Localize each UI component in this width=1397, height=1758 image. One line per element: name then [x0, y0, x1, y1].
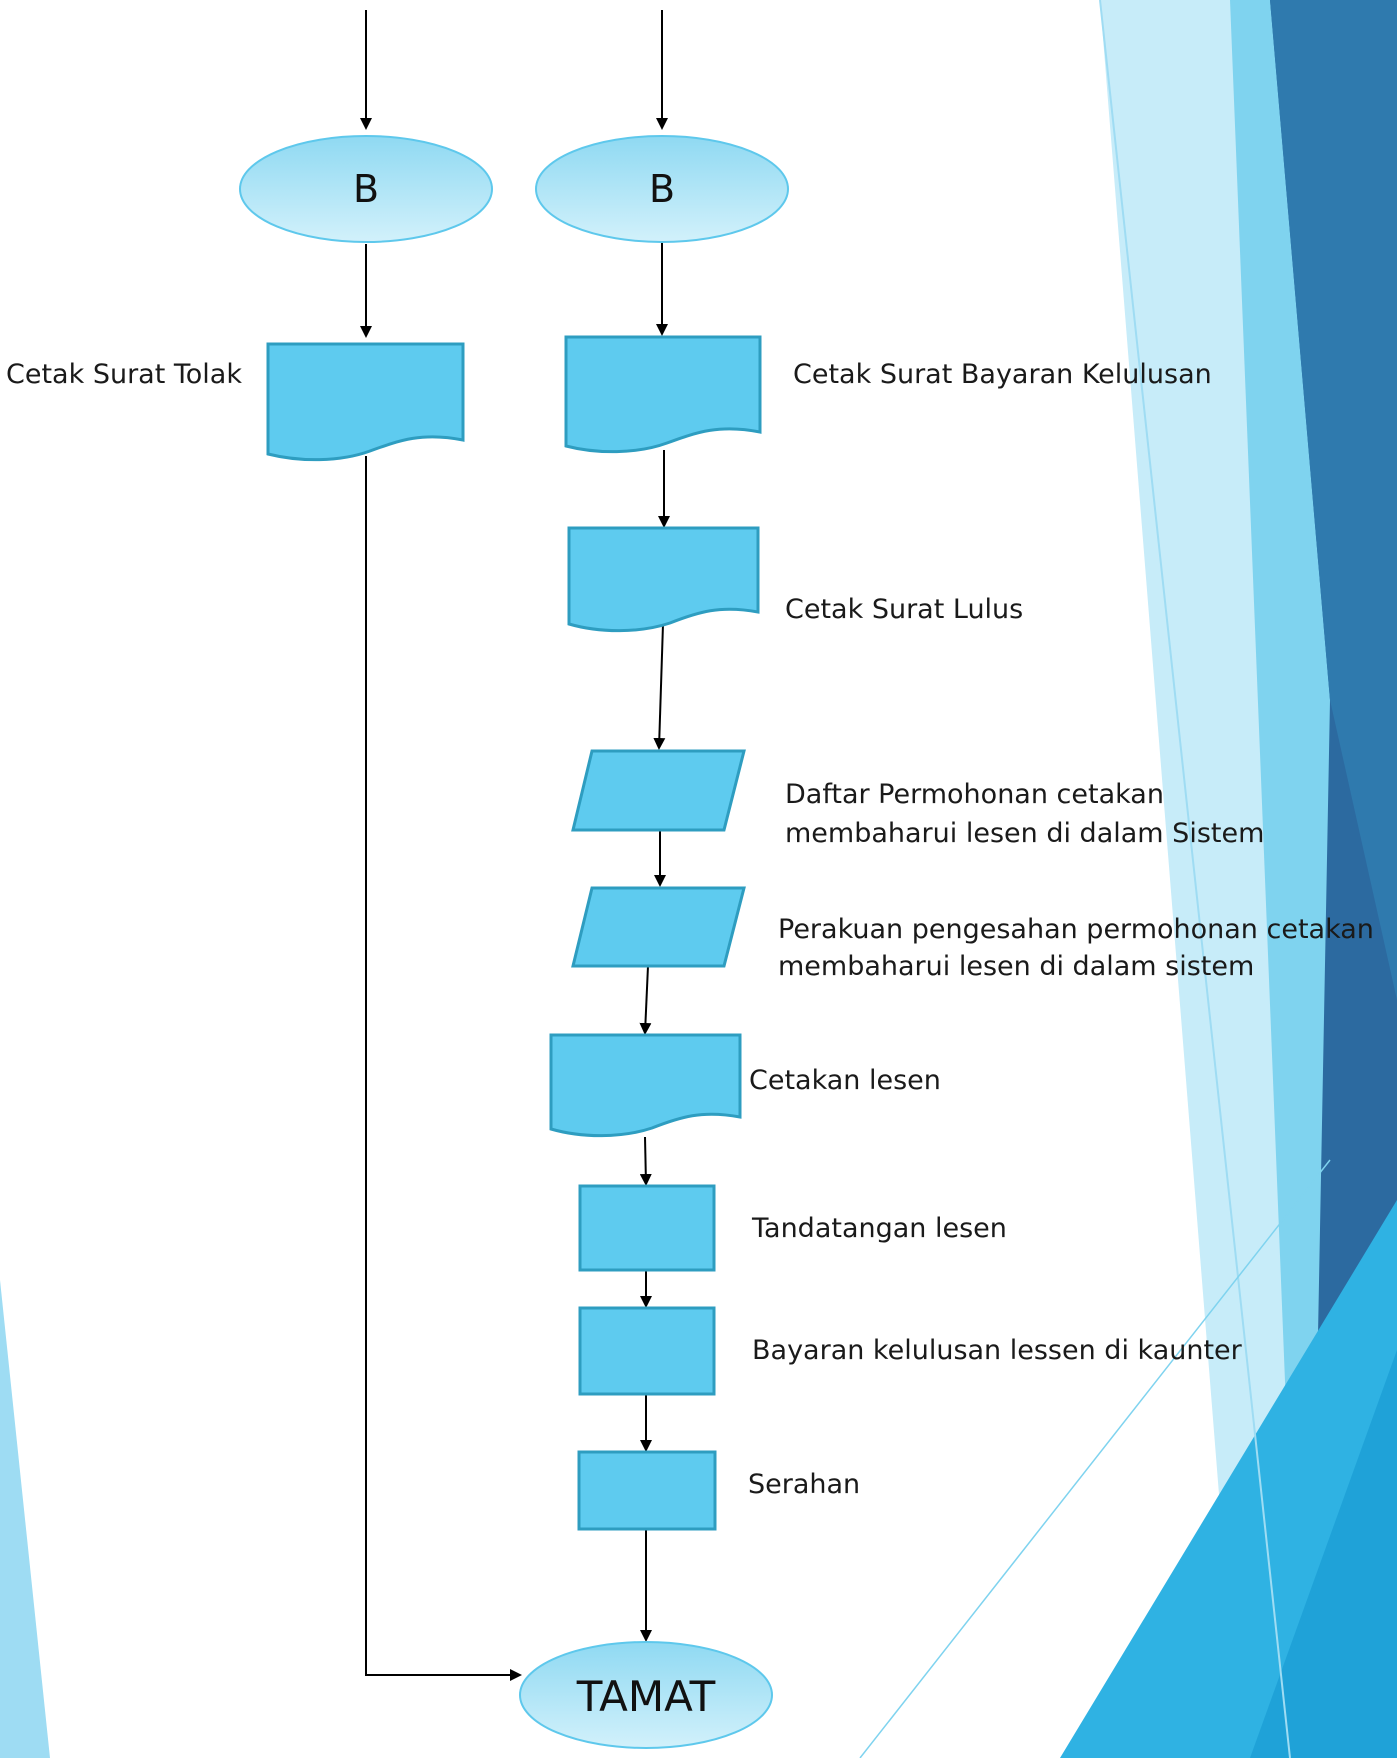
connector-oval-right: B	[535, 135, 789, 243]
label-register-application-line1: Daftar Permohonan cetakan	[785, 779, 1164, 810]
label-print-reject-letter: Cetak Surat Tolak	[6, 359, 242, 390]
connector-label-left: B	[353, 167, 379, 211]
label-certify-application-line2: membaharui lesen di dalam sistem	[778, 951, 1255, 982]
connector-oval-left: B	[239, 135, 493, 243]
arrows	[360, 10, 670, 1681]
end-label: TAMAT	[576, 1672, 716, 1721]
label-handover: Serahan	[748, 1469, 861, 1500]
process-sign-license	[578, 1184, 716, 1272]
process-counter-payment	[578, 1306, 716, 1396]
label-print-payment-letter: Cetak Surat Bayaran Kelulusan	[793, 359, 1212, 390]
label-print-pass-letter: Cetak Surat Lulus	[785, 594, 1024, 625]
label-print-license: Cetakan lesen	[749, 1065, 941, 1096]
label-certify-application-line1: Perakuan pengesahan permohonan cetakan	[778, 914, 1374, 945]
process-handover	[577, 1450, 717, 1531]
document-shape-reject-letter	[266, 342, 465, 462]
document-shape-payment-letter	[564, 335, 762, 454]
label-sign-license: Tandatangan lesen	[752, 1213, 1007, 1244]
end-terminator: TAMAT	[519, 1641, 773, 1749]
connector-label-right: B	[649, 167, 675, 211]
label-counter-payment: Bayaran kelulusan lessen di kaunter	[752, 1335, 1242, 1366]
data-shape-register-application	[571, 749, 746, 832]
label-register-application-line2: membaharui lesen di dalam Sistem	[785, 818, 1265, 849]
data-shape-certify-application	[571, 886, 746, 968]
document-shape-pass-letter	[567, 526, 760, 633]
document-shape-license-print	[549, 1033, 742, 1138]
